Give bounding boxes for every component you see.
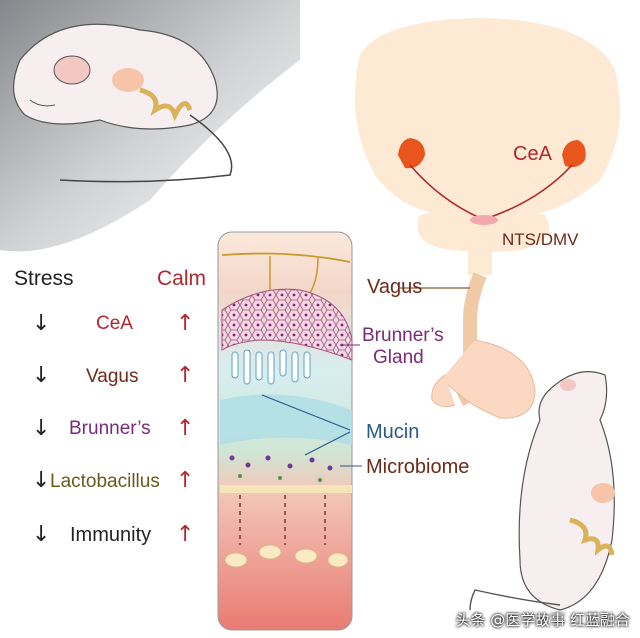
up-arrow: ↑ xyxy=(176,416,195,441)
mucin-label: Mucin xyxy=(366,421,420,443)
table-row-label: Immunity xyxy=(70,524,152,546)
calm-mouse-illustration xyxy=(469,371,615,611)
table-row-label: Lactobacillus xyxy=(50,471,160,492)
up-arrow: ↑ xyxy=(176,522,195,547)
vagus-label: Vagus xyxy=(367,276,423,298)
nts-dmv-label: NTS/DMV xyxy=(502,230,579,249)
watermark: 头条 @医学故事 红蓝融合 xyxy=(455,611,630,629)
cea-left-region xyxy=(398,138,425,169)
table-row-label: Vagus xyxy=(86,366,139,387)
stress-header: Stress xyxy=(14,267,74,290)
down-arrow: ↓ xyxy=(32,311,51,336)
cea-right-region xyxy=(562,140,586,168)
up-arrow: ↑ xyxy=(176,311,195,336)
brain-illustration xyxy=(355,18,620,275)
table-row-label: Brunner’s xyxy=(69,418,151,439)
cea-brain-label: CeA xyxy=(513,143,552,165)
brunners-gland-label-line1: Brunner’s xyxy=(362,325,444,346)
table-row-label: CeA xyxy=(96,313,133,334)
calm-header: Calm xyxy=(157,267,207,290)
down-arrow: ↓ xyxy=(32,363,51,388)
microbiome-particles xyxy=(229,455,333,482)
down-arrow: ↓ xyxy=(32,468,51,493)
brunners-gland-tissue xyxy=(221,288,353,361)
microbiome-label: Microbiome xyxy=(366,456,470,478)
nts-dmv-region xyxy=(470,215,498,225)
up-arrow: ↑ xyxy=(176,363,195,388)
stressed-mouse-illustration xyxy=(13,23,233,183)
down-arrow: ↓ xyxy=(32,522,51,547)
down-arrow: ↓ xyxy=(32,416,51,441)
up-arrow: ↑ xyxy=(176,468,195,493)
brunners-gland-label-line2: Gland xyxy=(373,347,424,368)
stomach-illustration xyxy=(431,339,536,419)
